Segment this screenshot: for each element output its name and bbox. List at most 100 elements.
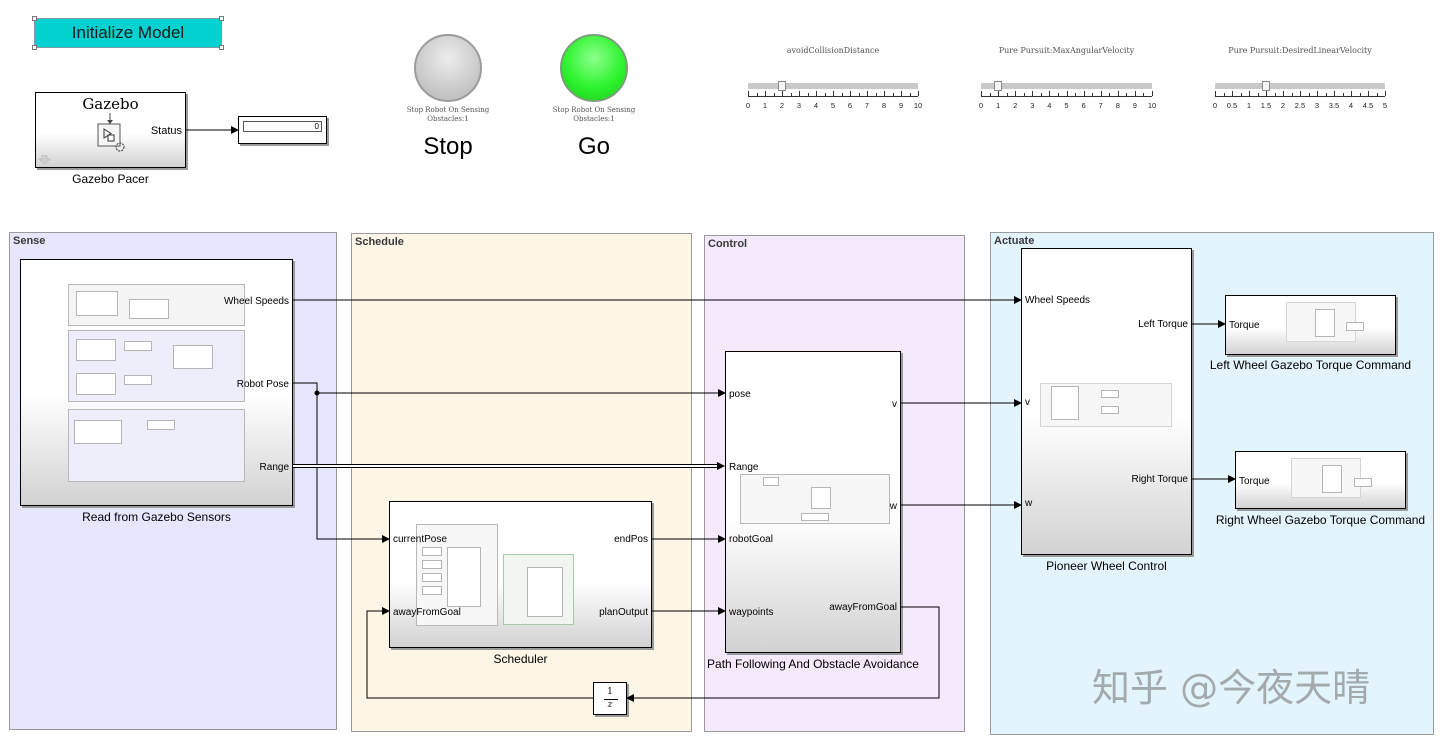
fraction-bar [604, 699, 618, 700]
slider-tick-label: 3.5 [1328, 101, 1340, 110]
slider-tick [1117, 91, 1119, 96]
scheduler-block[interactable]: currentPose awayFromGoal endPos planOutp… [389, 501, 652, 648]
slider-tick [867, 91, 868, 96]
slider-thumb[interactable] [994, 81, 1003, 91]
slider-tick [884, 91, 885, 96]
down-arrow-icon [39, 155, 51, 165]
slider-tick [816, 91, 817, 96]
slider-tick-label: 6 [847, 101, 853, 110]
slider-tick [1215, 91, 1216, 96]
slider-minor-tick [989, 93, 991, 96]
port-w-out: w [889, 501, 897, 512]
slider-tick-label: 8 [881, 101, 887, 110]
slider-minor-tick [909, 93, 911, 96]
selection-handle [32, 45, 37, 50]
preview-block [422, 547, 442, 556]
port-robot-goal-in: robotGoal [729, 534, 773, 545]
slider-tick-label: 5 [1064, 101, 1069, 110]
pose-preview [68, 330, 245, 402]
wheel-control-preview [1040, 383, 1172, 427]
slider-track[interactable] [981, 83, 1152, 89]
gazebo-status-port: Status [150, 125, 182, 137]
slider-minor-tick [1092, 93, 1094, 96]
gazebo-pacer-block[interactable]: Gazebo Status [35, 92, 186, 168]
slider-tick [1317, 91, 1318, 96]
range-preview [68, 409, 245, 482]
pioneer-wheel-control-block[interactable]: Wheel Speeds v w Left Torque Right Torqu… [1021, 248, 1192, 555]
slider-minor-tick [1257, 93, 1259, 96]
slider-tick [1351, 91, 1352, 96]
slider-minor-tick [841, 93, 843, 96]
selection-handle [219, 16, 224, 21]
port-v-out: v [892, 399, 897, 410]
stop-lamp[interactable] [414, 34, 482, 102]
sense-area-title: Sense [13, 235, 46, 247]
slider-minor-tick [875, 93, 877, 96]
slider-minor-tick [1109, 93, 1111, 96]
port-current-pose-in: currentPose [393, 534, 447, 545]
status-display-block[interactable]: 0 [238, 116, 327, 144]
control-area-title: Control [708, 238, 748, 250]
right-torque-preview [1291, 458, 1361, 498]
sensors-subsystem-block[interactable]: Wheel Speeds Robot Pose Range [20, 259, 293, 506]
go-lamp-caption: Stop Robot On Sensing Obstacles:1 [534, 106, 654, 124]
go-lamp[interactable] [560, 34, 628, 102]
slider-tick-label: 3 [1314, 101, 1320, 110]
port-waypoints-in: waypoints [729, 607, 774, 618]
port-right-torque-in: Torque [1239, 476, 1270, 487]
slider-tick-label: 2 [1013, 101, 1018, 110]
slider-tick-label: 7 [1098, 101, 1103, 110]
selection-handle [219, 45, 224, 50]
slider-tick [799, 91, 800, 96]
preview-block [527, 567, 563, 617]
preview-block [801, 513, 829, 521]
slider-tick-label: 6 [1081, 101, 1086, 110]
port-v-in: v [1025, 397, 1030, 408]
preview-block [422, 586, 442, 595]
slider-minor-tick [824, 93, 826, 96]
path-following-block[interactable]: pose Range robotGoal waypoints v w awayF… [725, 351, 901, 653]
port-range-in: Range [729, 462, 759, 473]
preview-block [76, 339, 116, 361]
slider-tick-label: 1 [996, 101, 1001, 110]
slider-thumb[interactable] [778, 81, 786, 91]
stop-lamp-caption-line2: Obstacles:1 [427, 115, 469, 123]
path-following-preview [740, 474, 890, 524]
slider-track[interactable] [1215, 83, 1385, 89]
slider-tick-label: 5 [1382, 101, 1388, 110]
preview-block [1101, 406, 1119, 414]
initialize-model-button[interactable]: Initialize Model [32, 16, 224, 50]
unit-delay-block[interactable]: 1 z [593, 682, 627, 715]
wheel-speed-preview [68, 284, 245, 326]
slider-tick [1015, 91, 1017, 96]
schedule-area-title: Schedule [355, 236, 404, 248]
preview-block [124, 375, 152, 385]
slider-tick [1300, 91, 1301, 96]
stop-lamp-label: Stop [423, 133, 473, 160]
slider-tick-label: 9 [898, 101, 904, 110]
preview-block [1354, 478, 1372, 487]
slider-thumb[interactable] [1262, 81, 1270, 91]
pioneer-wheel-control-label: Pioneer Wheel Control [1046, 559, 1167, 573]
slider-tick [782, 91, 783, 96]
port-end-pos-out: endPos [614, 534, 648, 545]
slider-track[interactable] [748, 83, 918, 89]
preview-block [76, 373, 116, 395]
left-torque-command-block[interactable]: Torque [1225, 295, 1396, 355]
preview-block [447, 547, 481, 607]
path-following-label: Path Following And Obstacle Avoidance [707, 657, 919, 671]
preview-block [422, 560, 442, 569]
slider-minor-tick [1342, 93, 1344, 96]
slider-minor-tick [1274, 93, 1276, 96]
port-wheel-speeds-out: Wheel Speeds [223, 296, 289, 307]
slider-minor-tick [858, 93, 860, 96]
preview-block [74, 420, 122, 444]
gazebo-pacer-icon [97, 113, 125, 152]
gazebo-title: Gazebo [82, 95, 139, 113]
preview-block [124, 341, 152, 351]
slider-minor-tick [1057, 93, 1059, 96]
port-w-in: w [1025, 498, 1033, 509]
port-plan-output-out: planOutput [599, 607, 648, 618]
gazebo-pacer-label: Gazebo Pacer [72, 172, 149, 186]
right-torque-command-block[interactable]: Torque [1235, 451, 1406, 509]
